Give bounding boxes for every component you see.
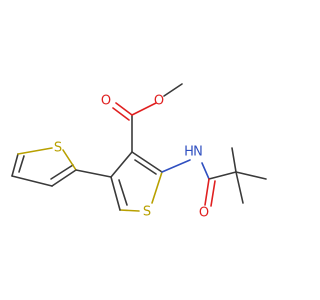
bond-amide-double-a [204,178,210,206]
bond-core-c3-c2-inner [134,159,157,175]
bond-thienyl-c3-c4 [11,175,53,187]
bond-ester-o-methyl [163,83,183,97]
structure-drawing: S S O O O H N [11,83,267,221]
bond-quaternary-methyl-bottom [235,171,244,204]
bond-core-c5-c4 [110,176,121,211]
atom-s-thienyl: S [54,141,62,156]
bond-thienyl-core-link [75,169,112,178]
bond-thienyl-s-c2 [62,149,77,171]
bond-thienyl-c5-s [17,147,53,155]
bond-thienyl-c2-c3 [51,169,77,187]
atom-o-ester: O [154,94,164,109]
bond-n-carbonyl [201,162,210,180]
bond-core-c2-s [151,171,163,204]
atom-o-carbonyl: O [101,94,111,109]
bond-thienyl-c3-c3-inner [50,164,74,180]
bond-thienyl-c4-c5 [11,153,19,177]
bond-thienyl-c4-c5-inner [18,155,25,173]
bond-carbonyl-double-a [115,102,133,116]
bond-core-c4-c3 [110,151,133,178]
bond-core-c5-c4-inner [118,179,128,206]
atom-h-amide: H [184,145,194,160]
atom-n-amide: N [193,145,203,160]
atom-o-amide: O [199,206,209,221]
bond-core-s-c5 [119,209,140,212]
bond-carbonyl-ester-o [131,102,157,116]
bond-core-c3-c2 [131,151,163,173]
molecule-diagram: S S O O O H N [11,83,267,221]
bond-amide-double-b [210,180,216,207]
bond-carbonyl-double-b [112,107,130,121]
bond-quaternary-methyl-top [231,147,237,173]
bond-carbonyl-quaternary [208,171,237,180]
bond-c2-n [161,159,191,173]
bond-quaternary-methyl-right [235,171,267,180]
atom-s-core: S [143,205,151,220]
